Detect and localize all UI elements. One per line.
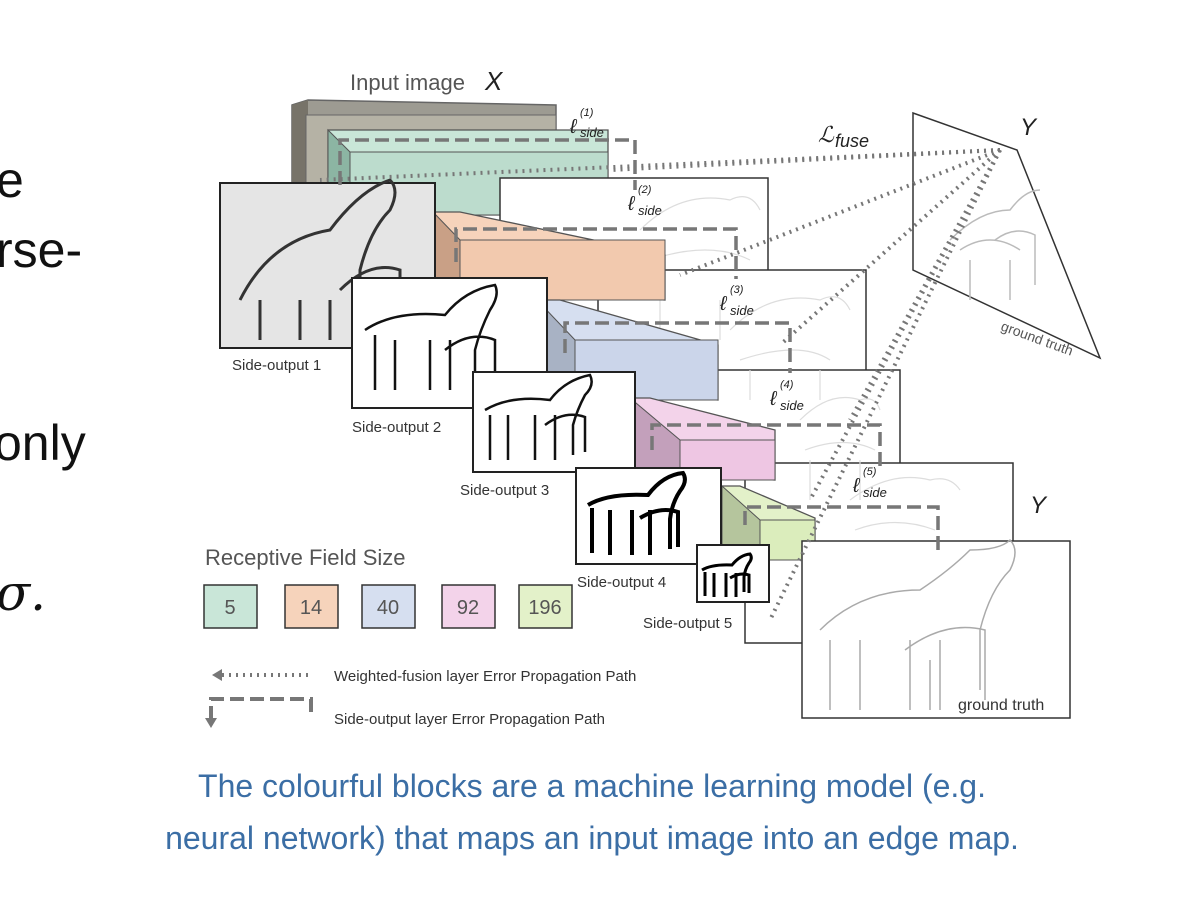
side-output-4-label: Side-output 4 (577, 574, 666, 591)
ground-truth-top (912, 111, 1102, 360)
svg-text:ℓ: ℓ (627, 193, 636, 215)
side-loss-labels: ℓ (1) side ℓ (2) side ℓ (3) side ℓ (4) s… (569, 107, 887, 500)
svg-text:ℓ: ℓ (569, 116, 578, 138)
svg-text:(4): (4) (780, 379, 794, 391)
legend-fusion-arrow-icon (212, 669, 310, 681)
svg-text:ℓ: ℓ (852, 475, 861, 497)
legend-side-arrow-icon (205, 697, 313, 728)
hed-architecture-diagram: Input image X (203, 66, 1102, 728)
svg-text:side: side (863, 485, 887, 500)
side-output-2-label: Side-output 2 (352, 419, 441, 436)
side-error-paths (338, 138, 940, 552)
legend-title: Receptive Field Size (205, 545, 406, 570)
left-text-fragment-1: e (0, 152, 24, 208)
svg-text:40: 40 (377, 597, 399, 619)
svg-text:(3): (3) (730, 284, 744, 296)
legend-box-5: 5 (203, 584, 258, 629)
caption-line-1: The colourful blocks are a machine learn… (198, 768, 986, 804)
legend-box-196: 196 (518, 584, 573, 629)
target-y-top: Y (1020, 114, 1038, 141)
svg-text:92: 92 (457, 597, 479, 619)
side-output-labels: Side-output 1 Side-output 2 Side-output … (232, 357, 732, 632)
legend-box-92: 92 (441, 584, 496, 629)
svg-text:14: 14 (300, 597, 322, 619)
input-symbol-x: X (484, 66, 504, 96)
left-text-fragment-2: rse- (0, 222, 83, 278)
side-output-3-image (472, 371, 636, 473)
legend-box-14: 14 (284, 584, 339, 629)
side-output-1-image (219, 178, 436, 349)
ground-truth-bottom-label: ground truth (958, 697, 1044, 714)
target-y-bottom: Y (1030, 492, 1048, 519)
left-text-fragment-3: only (0, 415, 86, 471)
svg-text:196: 196 (528, 597, 561, 619)
input-image-label: Input image (350, 70, 465, 95)
svg-text:side: side (730, 303, 754, 318)
legend-side-path-label: Side-output layer Error Propagation Path (334, 711, 605, 728)
side-output-3-label: Side-output 3 (460, 482, 549, 499)
svg-text:side: side (780, 398, 804, 413)
legend-box-40: 40 (361, 584, 416, 629)
svg-text:(2): (2) (638, 184, 652, 196)
side-output-5-image (696, 544, 770, 603)
svg-text:(1): (1) (580, 107, 594, 119)
fuse-loss-sub: fuse (835, 131, 869, 151)
left-text-fragment-4: σ. (0, 564, 47, 622)
svg-text:ℓ: ℓ (719, 293, 728, 315)
side-output-5-label: Side-output 5 (643, 615, 732, 632)
legend: Receptive Field Size 5 14 40 92 196 Weig… (203, 545, 636, 728)
svg-text:ℓ: ℓ (769, 388, 778, 410)
ground-truth-bottom (801, 538, 1071, 719)
svg-text:(5): (5) (863, 466, 877, 478)
fusion-error-paths (319, 148, 1002, 621)
svg-text:side: side (580, 125, 604, 140)
legend-fusion-path-label: Weighted-fusion layer Error Propagation … (334, 668, 636, 685)
side-output-1-label: Side-output 1 (232, 357, 321, 374)
svg-text:5: 5 (224, 597, 235, 619)
caption-line-2: neural network) that maps an input image… (165, 820, 1019, 856)
svg-text:side: side (638, 203, 662, 218)
fuse-loss-symbol: ℒ (818, 122, 835, 147)
